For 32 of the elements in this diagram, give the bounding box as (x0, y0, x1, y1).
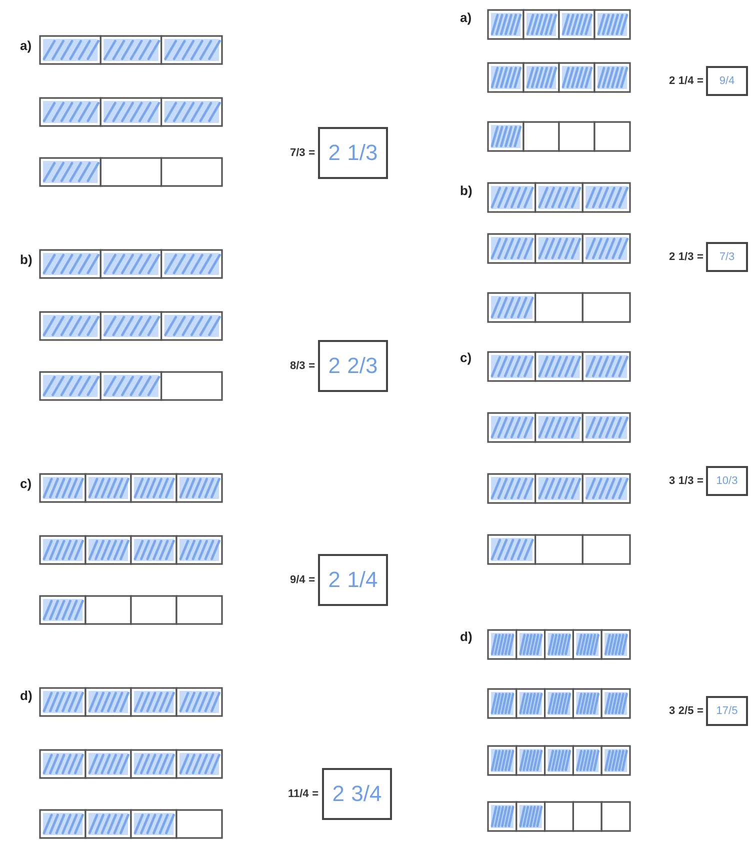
answer-box (318, 127, 388, 179)
answer-box (318, 554, 388, 606)
equation-text: 3 1/3 = (669, 475, 704, 487)
equation-text: 11/4 = (288, 788, 319, 800)
answer-box (706, 696, 748, 726)
part-letter: d) (20, 688, 32, 703)
answer-box (706, 66, 748, 96)
part-letter: d) (460, 629, 472, 644)
part-letter: c) (20, 476, 32, 491)
handwritten-answer: 2 1/3 (328, 140, 378, 166)
handwritten-answer: 9/4 (719, 75, 735, 87)
answer-box (706, 242, 748, 272)
part-letter: b) (460, 183, 472, 198)
part-letter: a) (460, 10, 472, 25)
part-letter: c) (460, 350, 472, 365)
answer-box (318, 340, 388, 392)
handwritten-answer: 10/3 (716, 475, 738, 487)
equation-text: 2 1/3 = (669, 251, 704, 263)
equation-text: 7/3 = (290, 147, 316, 159)
equation-text: 2 1/4 = (669, 75, 704, 87)
equation-text: 8/3 = (290, 360, 316, 372)
equation-text: 9/4 = (290, 574, 316, 586)
handwritten-answer: 2 1/4 (328, 567, 378, 593)
handwritten-answer: 2 2/3 (328, 353, 378, 379)
handwritten-answer: 2 3/4 (332, 781, 382, 807)
answer-box (322, 768, 392, 820)
part-letter: a) (20, 38, 32, 53)
part-letter: b) (20, 252, 32, 267)
handwritten-answer: 7/3 (719, 251, 735, 263)
answer-box (706, 466, 748, 496)
handwritten-answer: 17/5 (716, 705, 738, 717)
equation-text: 3 2/5 = (669, 705, 704, 717)
